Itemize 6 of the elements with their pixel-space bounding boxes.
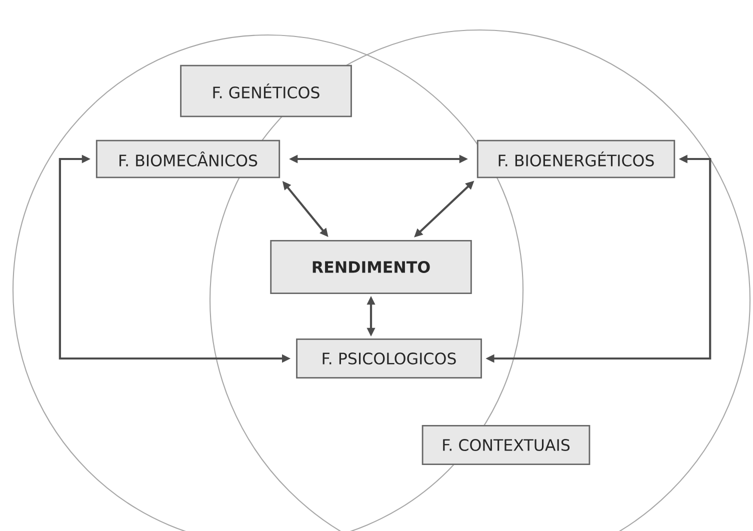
factor-box: RENDIMENTO	[270, 240, 472, 294]
factor-box: F. BIOMECÂNICOS	[96, 140, 280, 178]
factor-box: F. BIOENERGÉTICOS	[476, 140, 676, 178]
factor-box: F. CONTEXTUAIS	[422, 424, 590, 466]
factor-box: F. GENÉTICOS	[180, 64, 352, 118]
factor-box: F. PSICOLOGICOS	[296, 338, 482, 379]
